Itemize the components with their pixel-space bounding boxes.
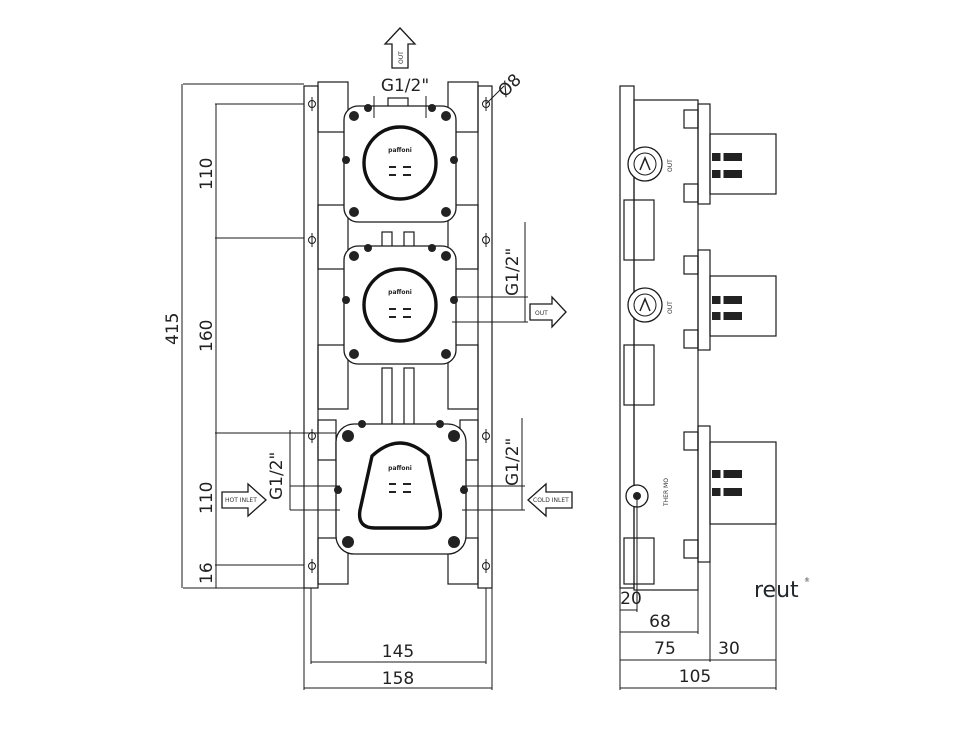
cold-inlet-label: COLD INLET: [533, 497, 569, 504]
top-out-label: OUT: [398, 51, 405, 64]
valve-body-bottom: paffoni: [334, 420, 468, 555]
side-out-label-2: OUT: [667, 301, 674, 314]
dim-75: 75: [654, 639, 676, 659]
side-dimensions: [619, 496, 777, 690]
dim-30: 30: [718, 639, 740, 659]
hot-inlet-label: HOT INLET: [225, 497, 257, 504]
dim-158: 158: [382, 669, 414, 689]
brand-mark-middle: paffoni: [388, 289, 412, 296]
front-horizontal-dimensions: [303, 588, 493, 690]
side-view: OUT OUT THER MO: [619, 85, 777, 690]
thread-right-middle: G1/2": [503, 248, 523, 296]
dim-110-top: 110: [197, 158, 217, 190]
dim-110-bottom: 110: [197, 482, 217, 514]
valve-body-top: paffoni: [342, 104, 458, 223]
rail-brackets: [317, 81, 479, 585]
brand-mark-top: paffoni: [388, 147, 412, 154]
side-module-middle: OUT: [627, 249, 777, 351]
dim-415: 415: [163, 313, 183, 345]
dim-20: 20: [620, 589, 642, 609]
thread-left-bottom: G1/2": [267, 452, 287, 500]
left-rail: [303, 85, 319, 589]
dim-16: 16: [197, 562, 217, 584]
dim-160: 160: [197, 320, 217, 352]
brand-mark-bottom: paffoni: [388, 465, 412, 472]
hot-inlet-arrow: HOT INLET: [221, 482, 267, 518]
thread-top: G1/2": [381, 76, 429, 96]
side-module-bottom: THER MO: [625, 425, 777, 563]
valve-body-middle: paffoni: [342, 244, 458, 365]
middle-out-label: OUT: [535, 310, 548, 317]
side-thermo-label: THER MO: [663, 478, 670, 507]
middle-out-arrow: OUT: [529, 295, 567, 329]
dim-105: 105: [679, 667, 711, 687]
top-out-arrow: OUT: [383, 27, 417, 69]
thread-right-bottom: G1/2": [503, 438, 523, 486]
side-module-top: OUT: [627, 103, 777, 205]
logo-mark: ®: [804, 577, 810, 584]
front-vertical-dimensions: [181, 83, 336, 589]
side-out-label-1: OUT: [667, 159, 674, 172]
rail-screws: [308, 97, 490, 573]
reut-logo: reut ®: [754, 577, 810, 603]
front-view: paffoni paffoni: [163, 27, 573, 690]
dim-68: 68: [649, 612, 671, 632]
right-rail: [477, 85, 493, 589]
logo-text: reut: [754, 578, 799, 603]
hole-diameter: Ø8: [494, 70, 525, 101]
dim-145: 145: [382, 642, 414, 662]
cold-inlet-arrow: COLD INLET: [527, 482, 573, 518]
